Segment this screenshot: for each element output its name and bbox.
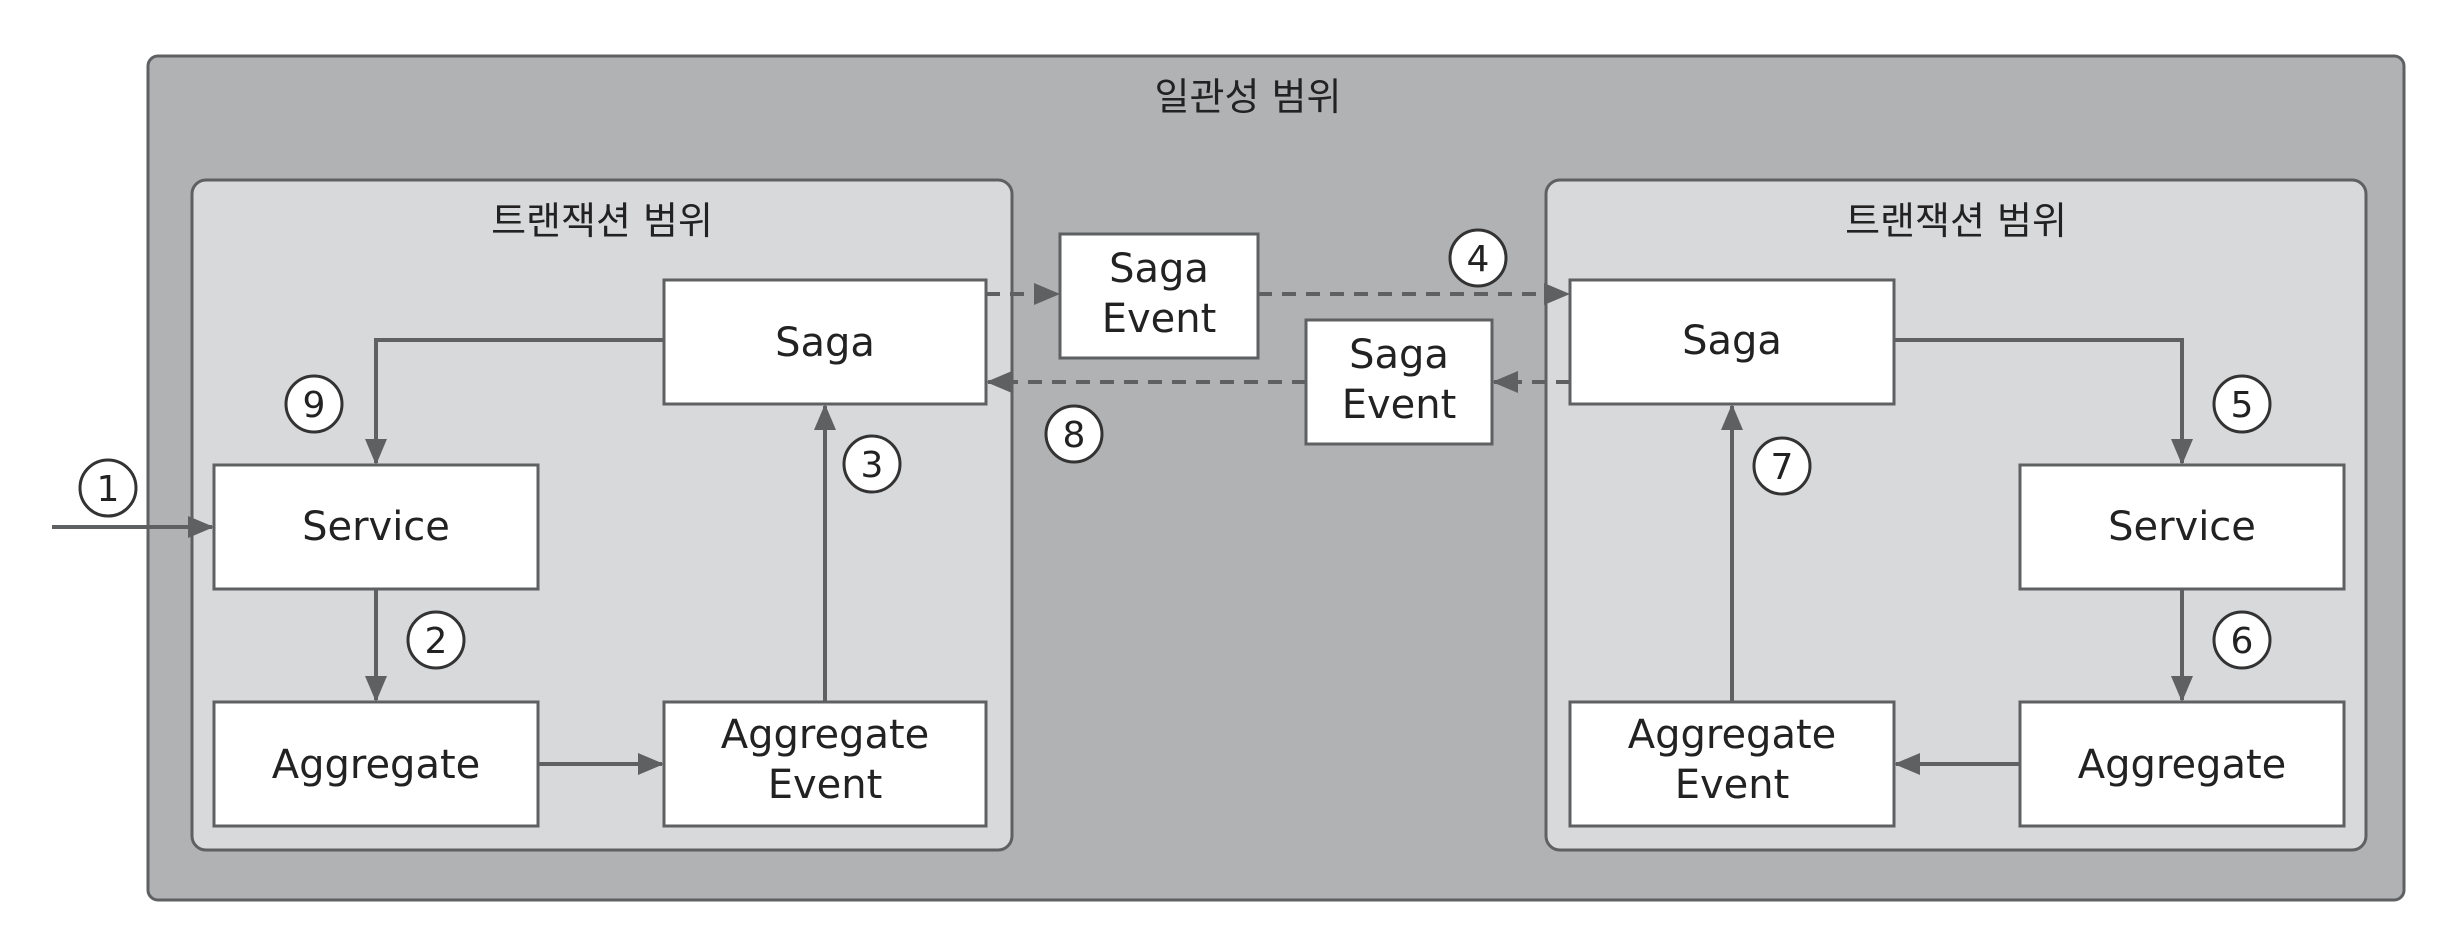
right-saga-box: Saga: [1568, 278, 1896, 406]
left-aggregate-event-box: Aggregate Event: [662, 700, 988, 828]
step-4: 4: [1448, 228, 1508, 288]
step-6-label: 6: [2231, 621, 2254, 662]
left-aggregate-event-label-line2: Event: [768, 762, 883, 808]
right-aggregate-event-label-line2: Event: [1675, 762, 1790, 808]
left-aggregate-label: Aggregate: [272, 742, 481, 788]
right-aggregate-event-box: Aggregate Event: [1568, 700, 1896, 828]
step-8-label: 8: [1063, 415, 1086, 456]
left-aggregate-event-label-line1: Aggregate: [721, 712, 930, 758]
left-saga-box: Saga: [662, 278, 988, 406]
right-service-box: Service: [2018, 463, 2346, 591]
left-transaction-scope-title: 트랜잭션 범위: [491, 199, 713, 243]
right-aggregate-label: Aggregate: [2078, 742, 2287, 788]
step-7: 7: [1752, 436, 1812, 496]
step-3-label: 3: [861, 445, 884, 486]
step-9-label: 9: [303, 385, 326, 426]
right-service-label: Service: [2108, 504, 2256, 550]
saga-event-backward-line1: Saga: [1349, 332, 1449, 378]
left-service-label: Service: [302, 504, 450, 550]
arrow-5-saga-to-service: [1894, 338, 2193, 465]
step-4-label: 4: [1467, 239, 1490, 280]
left-service-box: Service: [212, 463, 540, 591]
step-5: 5: [2212, 374, 2272, 434]
saga-event-backward-line2: Event: [1342, 382, 1457, 428]
step-2: 2: [406, 610, 466, 670]
step-1: 1: [78, 458, 138, 518]
right-aggregate-box: Aggregate: [2018, 700, 2346, 828]
right-aggregate-event-label-line1: Aggregate: [1628, 712, 1837, 758]
step-1-label: 1: [97, 469, 120, 510]
left-aggregate-box: Aggregate: [212, 700, 540, 828]
step-2-label: 2: [425, 621, 448, 662]
saga-event-forward-line1: Saga: [1109, 246, 1209, 292]
step-3: 3: [842, 434, 902, 494]
step-7-label: 7: [1771, 447, 1794, 488]
arrow-9-saga-to-service: [365, 338, 664, 465]
step-6: 6: [2212, 610, 2272, 670]
right-transaction-scope-title: 트랜잭션 범위: [1845, 199, 2067, 243]
left-saga-label: Saga: [775, 320, 875, 366]
step-5-label: 5: [2231, 385, 2254, 426]
saga-event-backward-box: Saga Event: [1304, 318, 1494, 446]
step-9: 9: [284, 374, 344, 434]
step-8: 8: [1044, 404, 1104, 464]
consistency-scope-title: 일관성 범위: [1155, 75, 1342, 119]
right-saga-label: Saga: [1682, 318, 1782, 364]
saga-event-forward-line2: Event: [1102, 296, 1217, 342]
saga-event-forward-box: Saga Event: [1058, 232, 1260, 360]
